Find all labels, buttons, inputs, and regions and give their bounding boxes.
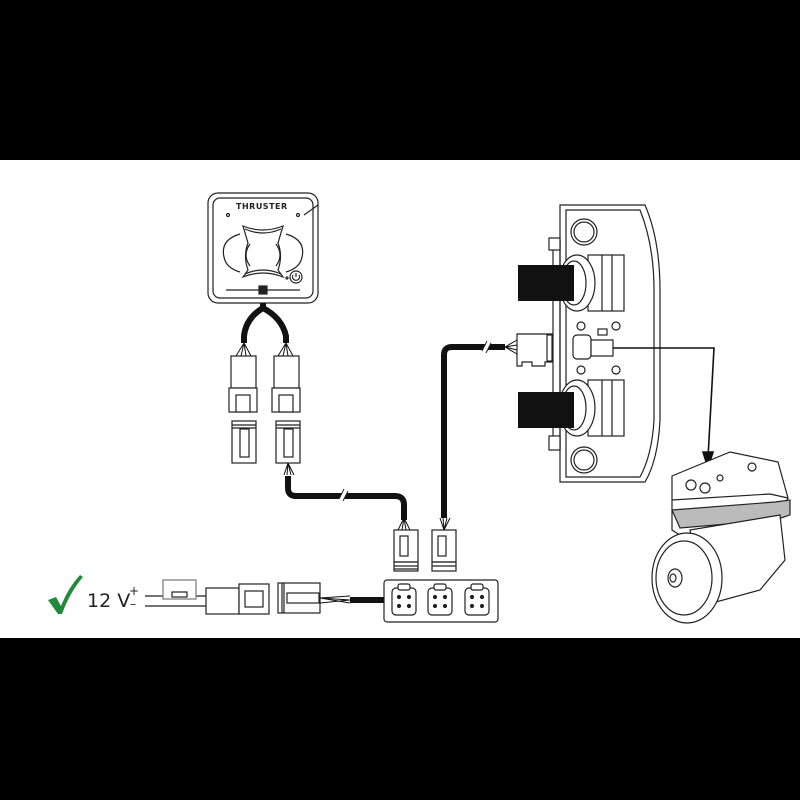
panel-connector-female-1 xyxy=(231,420,257,464)
bottom-black-band xyxy=(0,638,800,800)
panel-cable xyxy=(235,303,294,357)
panel-connector-male-2 xyxy=(271,355,301,413)
minus-label: – xyxy=(130,597,136,611)
junction-box xyxy=(383,579,499,623)
housing-cable-connector xyxy=(516,333,553,367)
power-cable-top xyxy=(518,265,574,301)
fuse-holder xyxy=(162,579,197,600)
top-black-band xyxy=(0,0,800,160)
power-supply-wiring xyxy=(145,579,270,615)
brand-label: THRUSTER xyxy=(236,202,288,211)
fuse xyxy=(171,591,188,598)
junction-plug-2 xyxy=(431,529,457,572)
panel-to-junction-cable xyxy=(283,462,411,531)
wiring-diagram xyxy=(48,192,791,624)
junction-port-2 xyxy=(427,583,453,616)
thruster-motor xyxy=(651,451,791,624)
junction-port-3 xyxy=(464,583,490,616)
power-cable-bottom xyxy=(518,392,574,428)
junction-port-1 xyxy=(391,583,417,616)
panel-connector-male-1 xyxy=(228,355,258,413)
checkmark-icon xyxy=(48,575,83,614)
voltage-label: 12 V xyxy=(87,590,131,612)
motor-controller-housing xyxy=(548,204,661,483)
power-connector-female xyxy=(277,582,321,614)
power-to-junction-cable xyxy=(319,595,384,604)
panel-connector-female-2 xyxy=(275,420,301,464)
plus-label: + xyxy=(129,584,140,598)
diagram-canvas: THRUSTER 12 V + – xyxy=(0,160,800,638)
junction-to-housing-cable xyxy=(439,339,518,531)
control-panel xyxy=(207,192,319,304)
junction-plug-1 xyxy=(393,529,419,572)
